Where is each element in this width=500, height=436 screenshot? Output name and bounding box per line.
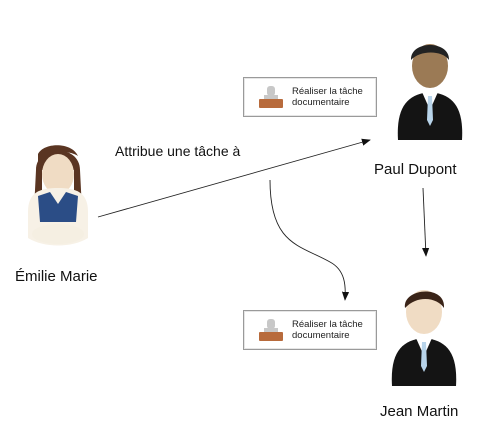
person-name-emilie: Émilie Marie bbox=[15, 268, 98, 285]
stamp-handle bbox=[267, 86, 275, 96]
hair-top bbox=[38, 145, 78, 162]
stamp-handle bbox=[267, 319, 275, 329]
stamp-base bbox=[259, 332, 283, 341]
stamp-base bbox=[259, 99, 283, 108]
avatar-paul bbox=[397, 44, 463, 140]
arrow-emilie-to-paul bbox=[97, 138, 371, 218]
face bbox=[406, 290, 442, 334]
apron bbox=[32, 224, 84, 244]
hair bbox=[404, 291, 445, 308]
tie bbox=[427, 96, 433, 126]
stamp-icon bbox=[259, 319, 283, 341]
stamp-neck bbox=[264, 328, 278, 332]
arrow-to-jean-task bbox=[269, 179, 350, 301]
arrow-paul-to-jean bbox=[422, 187, 430, 257]
task-label-top: Réaliser la tâche documentaire bbox=[292, 86, 363, 108]
person-name-paul: Paul Dupont bbox=[374, 161, 457, 178]
avatar-emilie bbox=[28, 145, 88, 246]
avatar-jean bbox=[391, 290, 457, 386]
hair bbox=[410, 45, 450, 60]
task-label-bottom: Réaliser la tâche documentaire bbox=[292, 319, 363, 341]
face bbox=[412, 44, 448, 88]
stamp-icon bbox=[259, 86, 283, 108]
vest bbox=[38, 192, 78, 222]
face bbox=[42, 154, 74, 194]
person-name-jean: Jean Martin bbox=[380, 403, 459, 420]
tie bbox=[421, 342, 427, 372]
task-card-top[interactable]: Réaliser la tâche documentaire bbox=[243, 77, 377, 117]
task-card-bottom[interactable]: Réaliser la tâche documentaire bbox=[243, 310, 377, 350]
stamp-neck bbox=[264, 95, 278, 99]
edge-label-assign: Attribue une tâche à bbox=[115, 143, 241, 159]
